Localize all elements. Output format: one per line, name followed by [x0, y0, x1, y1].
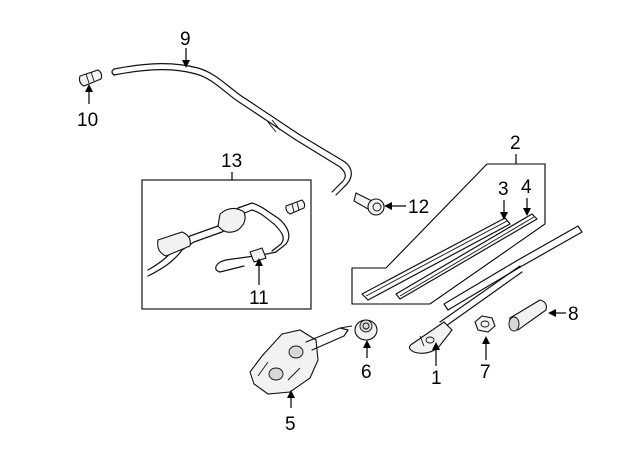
callout-8: 8: [568, 304, 579, 325]
nut: [474, 315, 496, 333]
callout-13: 13: [221, 151, 242, 172]
callout-12: 12: [408, 197, 429, 218]
callout-4: 4: [521, 177, 532, 198]
callout-labels: 1 2 3 4 5 6 7 8 9 10 11 12 13: [77, 29, 579, 435]
callout-6: 6: [361, 362, 372, 383]
leader-lines: [85, 48, 566, 408]
callout-11: 11: [249, 288, 269, 309]
wiper-arm: [408, 225, 583, 354]
callout-10: 10: [77, 110, 98, 131]
hose-kit-parts: [147, 199, 306, 277]
callout-2: 2: [510, 133, 521, 154]
wiper-blade: [361, 213, 538, 301]
grommet: [354, 319, 378, 341]
callout-3: 3: [498, 179, 509, 200]
callout-5: 5: [285, 414, 296, 435]
arm-cap: [508, 299, 547, 332]
callout-7: 7: [480, 362, 491, 383]
callout-9: 9: [180, 29, 191, 50]
hose-connector: [78, 69, 103, 87]
wiper-motor: [249, 325, 353, 395]
blade-group-frame: [351, 163, 546, 305]
check-valve: [353, 192, 385, 216]
hose-kit-frame: [141, 179, 312, 310]
callout-1: 1: [431, 368, 442, 389]
washer-hose: [111, 63, 352, 196]
